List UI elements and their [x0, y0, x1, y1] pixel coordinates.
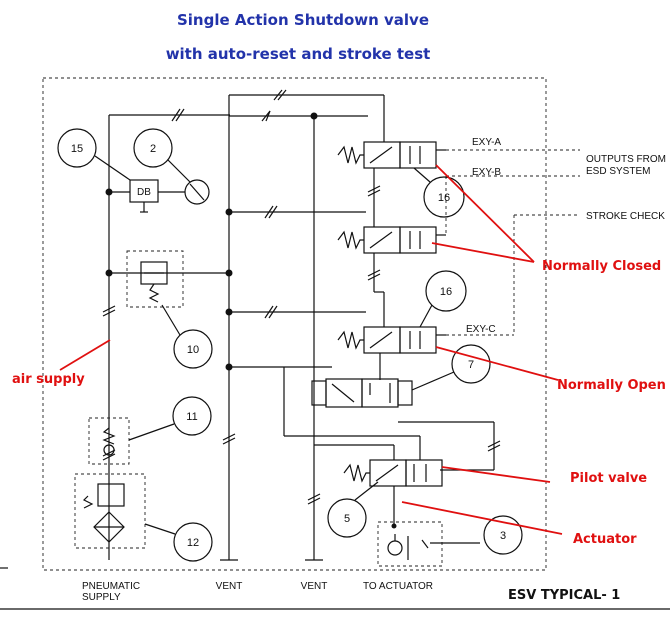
callout-normally-open: Normally Open	[557, 378, 666, 393]
bubble-7: 7	[411, 344, 491, 391]
title-line-1: Single Action Shutdown valve	[177, 11, 429, 29]
title-line-2: with auto-reset and stroke test	[166, 45, 431, 63]
actuator-junction	[391, 523, 397, 529]
bubble-3: 3	[483, 515, 523, 555]
bubble-2-text: 2	[150, 143, 156, 155]
bubble-15: 15	[57, 128, 131, 181]
bubble-3-text: 3	[500, 530, 506, 542]
db-label: DB	[137, 187, 151, 198]
label-to-actuator: TO ACTUATOR	[363, 581, 433, 592]
label-outputs-line2: ESD SYSTEM	[586, 166, 650, 177]
regulator-10	[126, 250, 184, 308]
bubble-11-text: 11	[186, 411, 197, 423]
bubble-10: 10	[161, 304, 213, 369]
bubble-16-lower: 16	[419, 270, 467, 328]
callout-normally-closed: Normally Closed	[542, 259, 661, 274]
pressure-gauge	[158, 179, 210, 205]
bubble-12: 12	[144, 522, 213, 562]
top-hash-marks	[171, 89, 287, 122]
signal-lines	[445, 149, 580, 336]
callout-actuator: Actuator	[573, 532, 637, 547]
bubble-11: 11	[128, 396, 212, 441]
label-stroke-check: STROKE CHECK	[586, 211, 665, 222]
solenoid-valve-exy-b	[337, 226, 446, 254]
bubble-5-text: 5	[344, 513, 350, 525]
label-vent-2: VENT	[301, 581, 328, 592]
label-pneumatic-line2: SUPPLY	[82, 592, 121, 603]
label-exy-a: EXY-A	[472, 137, 501, 148]
supply-line	[102, 114, 230, 560]
label-exy-c: EXY-C	[466, 324, 496, 335]
callout-lines	[59, 164, 563, 535]
junction-dots	[105, 112, 318, 371]
bubble-7-text: 7	[468, 359, 474, 371]
bubble-15-text: 15	[71, 143, 83, 155]
double-block: DB	[109, 179, 159, 213]
pilot-valve	[343, 459, 443, 526]
bubble-16b-text: 16	[440, 286, 452, 298]
reset-valve-7	[311, 378, 413, 408]
bubble-12-text: 12	[187, 537, 199, 549]
check-valve-11	[88, 417, 130, 465]
label-pneumatic-line1: PNEUMATIC	[82, 581, 140, 592]
label-exy-b: EXY-B	[472, 167, 501, 178]
label-vent-1: VENT	[216, 581, 243, 592]
solenoid-valve-exy-a	[337, 141, 446, 169]
label-outputs-line1: OUTPUTS FROM	[586, 154, 666, 165]
bubble-16a-text: 16	[438, 192, 450, 204]
bubble-16-upper: 16	[413, 167, 465, 218]
bubble-10-text: 10	[187, 344, 199, 356]
solenoid-valve-exy-c	[337, 326, 446, 354]
bubble-5: 5	[327, 481, 379, 538]
actuator-symbol	[377, 521, 480, 567]
callout-pilot-valve: Pilot valve	[570, 471, 647, 486]
valve-interconnects	[367, 168, 385, 380]
label-esv-typical: ESV TYPICAL- 1	[508, 588, 620, 603]
vent-lines	[220, 94, 385, 561]
callout-air-supply: air supply	[12, 372, 85, 387]
filter-regulator-12	[74, 473, 146, 549]
branch-lines	[109, 205, 366, 368]
bubble-2: 2	[133, 128, 191, 183]
